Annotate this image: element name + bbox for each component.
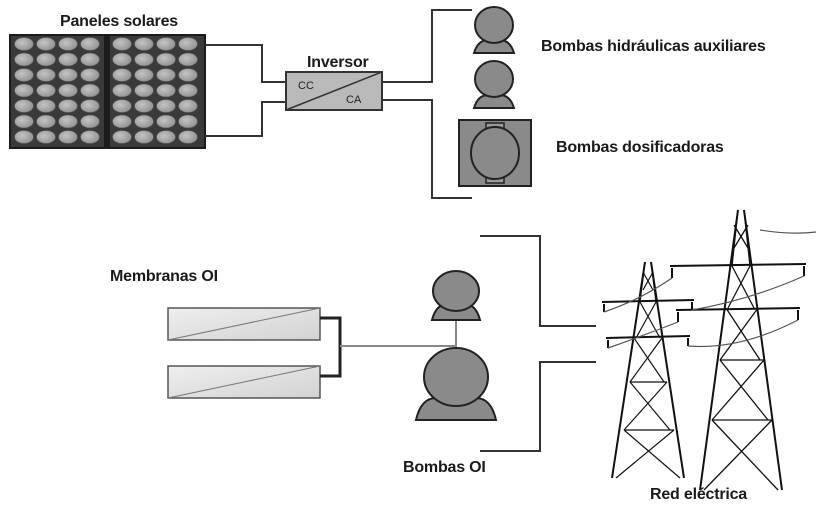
tower-small [601,261,695,479]
solar-cell [178,52,198,67]
aux-pumps-label: Bombas hidráulicas auxiliares [541,38,766,55]
solar-cell [36,52,56,67]
solar-cell [58,37,78,51]
solar-cell [14,130,34,144]
solar-panel-left [14,37,100,144]
solar-panel-array [9,34,206,149]
solar-cell [80,99,100,113]
ro-pump-small [430,270,482,321]
solar-cell [80,37,100,51]
solar-cell [112,114,132,129]
solar-cell [112,130,132,144]
inverter-box [285,71,383,111]
solar-cell [36,83,56,98]
solar-cell [156,130,176,144]
grid-label: Red eléctrica [650,486,748,503]
solar-cell [134,130,154,144]
solar-cell [134,99,154,113]
solar-cell [58,52,78,67]
wire-inverter-to-pumps [382,9,472,199]
solar-cell [178,99,198,113]
solar-cell [178,83,198,98]
solar-cell [58,130,78,144]
solar-cell [80,52,100,67]
solar-cell [156,37,176,51]
solar-cell [156,52,176,67]
solar-cell [36,130,56,144]
solar-cell [178,130,198,144]
membranes-label: Membranas OI [110,268,218,285]
solar-cell [178,114,198,129]
solar-cell [134,68,154,82]
solar-panels-label: Paneles solares [60,13,178,30]
solar-cell [58,83,78,98]
solar-cell [14,68,34,82]
solar-cell [80,68,100,82]
solar-cell [134,114,154,129]
solar-cell [156,99,176,113]
inverter-label: Inversor [307,54,369,71]
solar-cell [112,37,132,51]
membrane-2 [167,365,321,399]
tower-large [669,209,807,491]
solar-cell [14,37,34,51]
ro-pump-large [414,347,498,421]
wire-panel-to-inverter [205,44,286,137]
solar-cell [112,83,132,98]
solar-cell [156,83,176,98]
inverter-ac-label: CA [346,94,362,106]
solar-cell [134,83,154,98]
solar-cell [36,68,56,82]
solar-cell [14,83,34,98]
ro-pumps-label: Bombas OI [403,459,486,476]
solar-cell [80,130,100,144]
solar-cell [80,83,100,98]
solar-cell [134,52,154,67]
solar-cell [178,37,198,51]
solar-cell [14,114,34,129]
solar-cell [80,114,100,129]
inverter-dc-label: CC [298,80,314,92]
solar-cell [36,37,56,51]
solar-cell [112,52,132,67]
solar-cell [112,68,132,82]
solar-cell [134,37,154,51]
aux-pump-1 [472,6,516,54]
solar-cell [156,114,176,129]
dosing-pumps-label: Bombas dosificadoras [556,139,724,156]
wire-pumps-to-grid [480,235,596,452]
solar-cell [58,99,78,113]
solar-cell [156,68,176,82]
solar-cell [178,68,198,82]
solar-cell [36,114,56,129]
solar-cell [14,99,34,113]
transmission-towers [601,209,817,491]
membrane-1 [167,307,321,341]
solar-cell [14,52,34,67]
solar-cell [112,99,132,113]
solar-cell [58,68,78,82]
dosing-pump [458,119,532,187]
wire-membranes-to-pumps [320,316,457,378]
solar-cell [36,99,56,113]
aux-pump-2 [472,60,516,109]
power-cables [603,229,817,349]
solar-cell [58,114,78,129]
solar-panel-right [112,37,198,144]
